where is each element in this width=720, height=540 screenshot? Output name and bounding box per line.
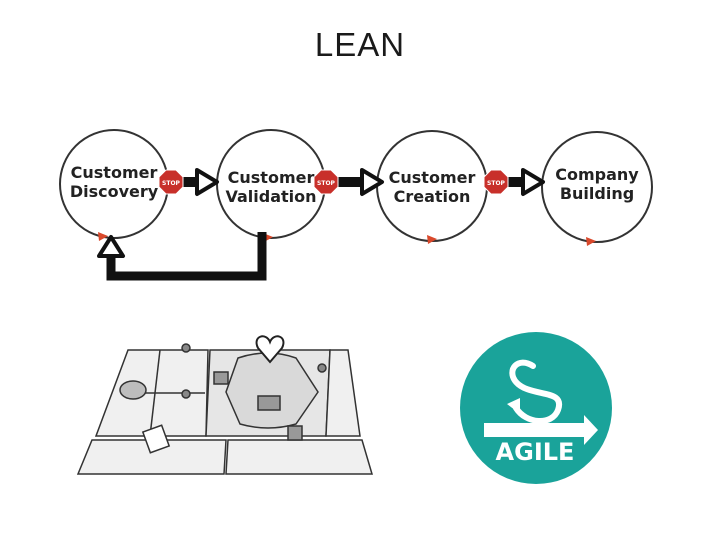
page-title: LEAN xyxy=(314,26,406,63)
stage-label-line: Company xyxy=(555,165,639,184)
stage-label-line: Discovery xyxy=(69,182,159,201)
stop-sign-icon: STOP xyxy=(483,169,509,195)
stop-sign-icon: STOP xyxy=(313,169,339,195)
stage-label-line: Creation xyxy=(393,187,471,206)
agile-arrow-bar xyxy=(484,415,598,445)
stage-label-line: Customer xyxy=(227,168,315,187)
connector-arrow xyxy=(496,168,545,196)
cycle-arrow-marker xyxy=(427,235,437,244)
stage-label-line: Validation xyxy=(225,187,317,206)
stop-sign-icon: STOP xyxy=(158,169,184,195)
feedback-loop-arrow xyxy=(97,232,267,281)
agile-loop-icon xyxy=(509,359,563,424)
stage-label-line: Building xyxy=(559,184,635,203)
stage-label-discovery: Customer Discovery xyxy=(64,163,164,201)
stage-circle-building xyxy=(541,131,653,243)
agile-logo-circle xyxy=(460,332,612,484)
connector-arrow xyxy=(334,168,384,196)
stop-sign-text: STOP xyxy=(487,180,506,187)
cycle-arrow-marker xyxy=(98,232,108,241)
agile-logo xyxy=(460,332,612,484)
stage-label-building: Company Building xyxy=(547,165,647,203)
business-model-canvas-illustration xyxy=(76,335,374,475)
stop-sign-text: STOP xyxy=(317,180,336,187)
stage-label-creation: Customer Creation xyxy=(382,168,482,206)
agile-loop-arrowhead xyxy=(507,398,520,414)
cycle-arrow-marker xyxy=(586,237,596,246)
stage-label-validation: Customer Validation xyxy=(221,168,321,206)
stage-label-line: Customer xyxy=(70,163,158,182)
connector-arrow xyxy=(177,168,219,196)
agile-logo-text: AGILE xyxy=(495,438,575,466)
stage-label-line: Customer xyxy=(388,168,476,187)
stop-sign-text: STOP xyxy=(162,180,181,187)
